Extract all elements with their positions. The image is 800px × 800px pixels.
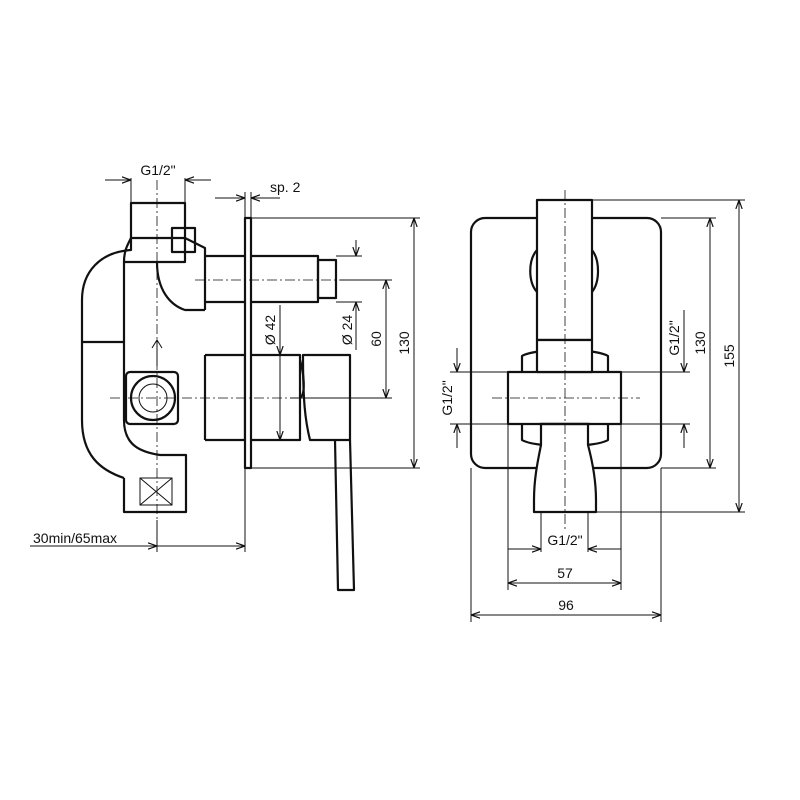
dim-side-thread-top: G1/2": [105, 162, 211, 203]
dim-plate-thickness: sp. 2: [215, 179, 301, 218]
label-side-thread-top: G1/2": [140, 162, 175, 178]
dim-front-height-155: 155: [592, 199, 745, 513]
label-side-height-130: 130: [396, 331, 412, 355]
dim-front-thread-left: G1/2": [439, 348, 508, 448]
dim-front-thread-right: G1/2": [621, 310, 690, 448]
label-spacing-60: 60: [368, 331, 384, 347]
dim-spacing-60: 60: [290, 279, 392, 399]
label-front-thread-right: G1/2": [666, 320, 682, 355]
dim-diameter-42: Ø 42: [255, 305, 295, 441]
label-front-width-96: 96: [558, 597, 574, 613]
dim-front-thread-bottom: G1/2": [508, 512, 621, 552]
label-front-height-130: 130: [692, 331, 708, 355]
label-wall-depth: 30min/65max: [33, 530, 117, 546]
valve-body: [80, 201, 338, 514]
label-diameter-24: Ø 24: [339, 315, 355, 346]
dim-front-width-57: 57: [507, 424, 622, 590]
label-plate-thickness: sp. 2: [270, 179, 301, 195]
front-view: G1/2" G1/2" 130 155: [439, 190, 745, 622]
lever-handle: [251, 353, 356, 592]
label-front-height-155: 155: [721, 344, 737, 368]
dim-side-height-130: 130: [251, 217, 420, 469]
front-valve-body: [506, 198, 623, 514]
side-view: G1/2" sp. 2 Ø 42 Ø 24: [30, 162, 420, 592]
label-front-thread-bottom: G1/2": [547, 532, 582, 548]
cover-plate: [243, 216, 253, 470]
label-diameter-42: Ø 42: [262, 315, 278, 346]
label-front-thread-left: G1/2": [439, 380, 455, 415]
dim-front-width-96: 96: [470, 468, 662, 622]
label-front-width-57: 57: [557, 565, 573, 581]
dim-front-height-130: 130: [661, 217, 716, 469]
dim-diameter-24: Ø 24: [336, 240, 362, 350]
dim-wall-depth: 30min/65max: [30, 468, 246, 552]
